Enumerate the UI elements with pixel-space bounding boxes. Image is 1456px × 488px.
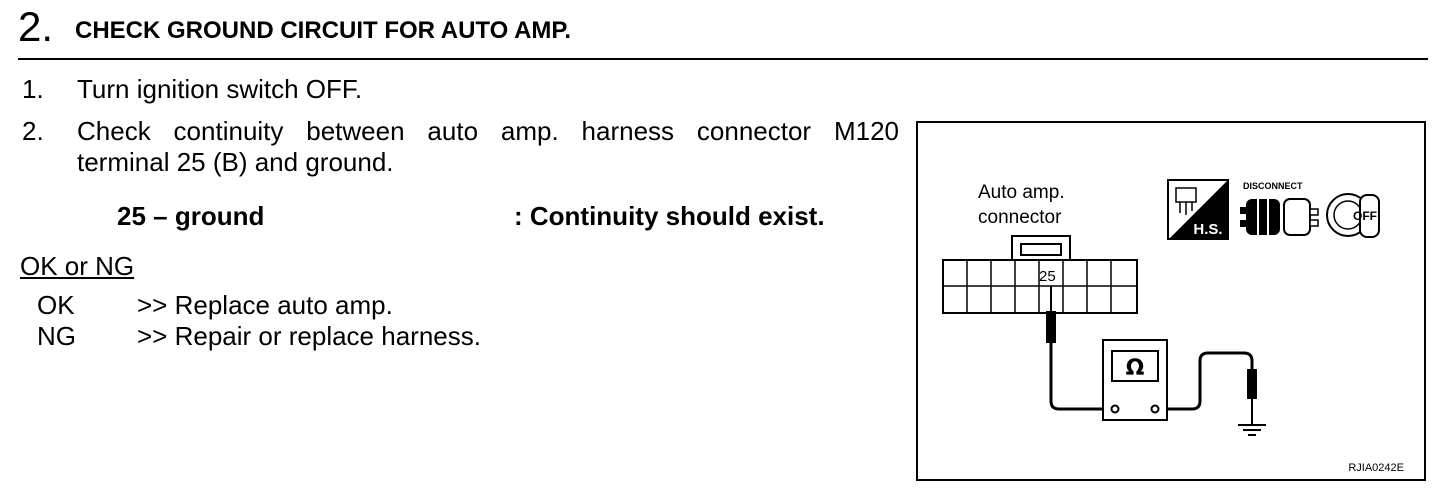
ohm-symbol: Ω — [1126, 356, 1145, 381]
step-title: CHECK GROUND CIRCUIT FOR AUTO AMP. — [75, 17, 572, 44]
ignition-off-icon — [1326, 193, 1380, 238]
ng-key: NG — [37, 321, 76, 351]
connector-probe — [1046, 286, 1056, 343]
meter-lead-left — [1049, 343, 1112, 411]
disconnect-label: DISCONNECT — [1243, 181, 1303, 191]
step-1-number: 1. — [22, 74, 44, 104]
meter-lead-right — [1158, 351, 1254, 411]
step-2-number: 2. — [22, 116, 44, 146]
disconnect-icon — [1240, 198, 1319, 236]
step-2-line-1: Check continuity between auto amp. harne… — [77, 116, 899, 146]
step-2-line-2: terminal 25 (B) and ground. — [77, 147, 394, 177]
ground-symbol — [1238, 424, 1266, 436]
ok-ng-heading: OK or NG — [20, 251, 135, 281]
ok-action: >> Replace auto amp. — [137, 290, 393, 320]
ng-action: >> Repair or replace harness. — [137, 321, 481, 351]
figure-code: RJIA0242E — [1348, 462, 1404, 474]
connector-label-line1: Auto amp. — [978, 182, 1065, 203]
wiring-diagram-svg: Auto amp. connector 25 — [942, 179, 1404, 474]
step-number: 2. — [18, 3, 54, 50]
hs-label: H.S. — [1193, 221, 1222, 238]
step-1-text: Turn ignition switch OFF. — [77, 74, 363, 104]
harness-symbol-icon — [1167, 179, 1229, 240]
terminal-25-label: 25 — [1039, 268, 1056, 285]
connector-label-line2: connector — [978, 207, 1062, 228]
ohmmeter — [1102, 339, 1168, 421]
ground-probe — [1247, 369, 1257, 425]
ok-key: OK — [37, 290, 75, 320]
spec-label: 25 – ground — [117, 201, 265, 231]
off-label: OFF — [1353, 209, 1377, 223]
spec-value: : Continuity should exist. — [514, 201, 825, 231]
wiring-diagram: Auto amp. connector 25 — [916, 121, 1426, 481]
auto-amp-connector — [942, 235, 1138, 314]
step-header: 2. CHECK GROUND CIRCUIT FOR AUTO AMP. — [18, 2, 1428, 60]
